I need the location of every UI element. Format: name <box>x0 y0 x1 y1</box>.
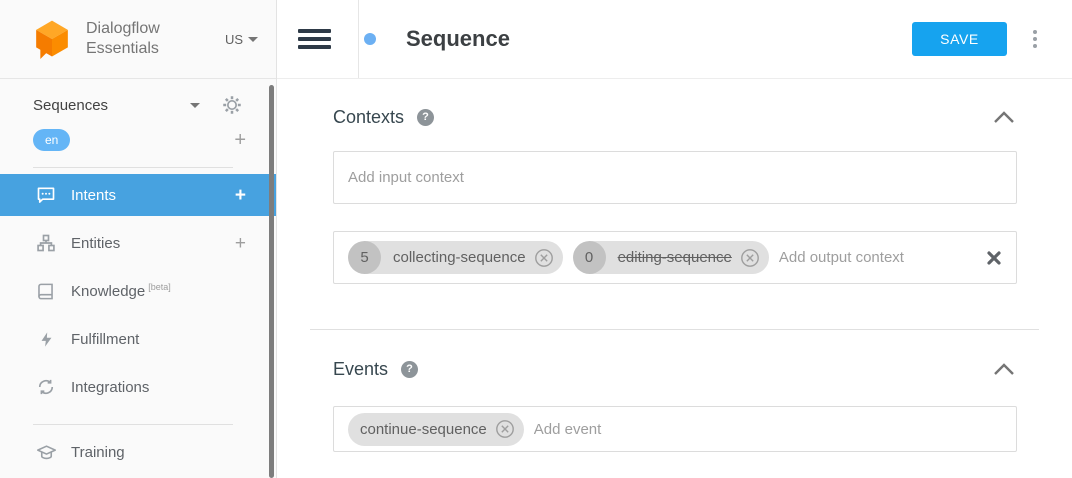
intent-priority-dot[interactable] <box>364 33 376 45</box>
sidebar-nav: Intents + Entities + <box>0 174 276 473</box>
sidebar-item-label: Integrations <box>71 378 150 396</box>
hamburger-menu-icon[interactable] <box>298 25 331 53</box>
help-icon[interactable]: ? <box>401 360 419 378</box>
lightning-bolt-icon <box>35 330 57 349</box>
events-section-header: Events ? <box>333 357 1017 381</box>
output-context-chip[interactable]: 0 editing-sequence <box>572 241 769 274</box>
gear-icon[interactable] <box>222 95 242 115</box>
brand-name: Dialogflow Essentials <box>86 20 160 57</box>
logo-row: Dialogflow Essentials US <box>0 0 276 79</box>
page-title: Sequence <box>406 26 510 51</box>
event-chip[interactable]: continue-sequence <box>348 412 524 446</box>
collapse-events-icon[interactable] <box>993 362 1015 376</box>
section-divider <box>310 329 1039 330</box>
sidebar-item-integrations[interactable]: Integrations <box>0 366 276 408</box>
sync-icon <box>35 377 57 397</box>
sidebar-item-label: Knowledge[beta] <box>71 282 171 300</box>
events-title: Events <box>333 358 389 379</box>
add-language-button[interactable]: + <box>234 129 246 151</box>
agent-name[interactable]: Sequences <box>33 96 109 114</box>
graduation-cap-icon <box>35 443 57 462</box>
save-button[interactable]: SAVE <box>912 22 1007 56</box>
sidebar-divider <box>33 167 233 168</box>
beta-badge: [beta] <box>148 282 171 292</box>
remove-chip-icon[interactable] <box>740 248 760 268</box>
input-context-field[interactable] <box>333 151 1017 204</box>
sidebar-item-label: Training <box>71 443 125 461</box>
dialogflow-logo-icon <box>36 20 68 59</box>
contexts-title: Contexts <box>333 106 405 127</box>
language-badge[interactable]: en <box>33 129 71 151</box>
input-context-input[interactable] <box>348 169 1002 186</box>
remove-chip-icon[interactable] <box>534 248 554 268</box>
add-entity-button[interactable]: + <box>234 232 246 254</box>
help-icon[interactable]: ? <box>417 108 435 126</box>
sidebar-item-label: Intents <box>71 186 117 204</box>
sidebar-item-knowledge[interactable]: Knowledge[beta] <box>0 270 276 312</box>
output-context-chip[interactable]: 5 collecting-sequence <box>348 241 563 274</box>
contexts-section-header: Contexts ? <box>333 105 1017 129</box>
sidebar: Dialogflow Essentials US Sequences <box>0 0 277 478</box>
lifespan-badge[interactable]: 0 <box>572 241 606 274</box>
sidebar-item-label: Fulfillment <box>71 330 140 348</box>
agent-dropdown-icon[interactable] <box>190 102 200 108</box>
topbar: Sequence SAVE <box>277 0 1072 79</box>
more-options-icon[interactable] <box>1029 23 1041 55</box>
chip-label: editing-sequence <box>617 249 732 266</box>
event-input[interactable] <box>533 420 1002 438</box>
sidebar-item-entities[interactable]: Entities + <box>0 222 276 264</box>
chevron-down-icon <box>248 36 258 42</box>
sidebar-item-training[interactable]: Training <box>0 431 276 473</box>
add-intent-button[interactable]: + <box>234 184 246 206</box>
collapse-contexts-icon[interactable] <box>993 110 1015 124</box>
language-row: en + <box>0 115 276 151</box>
sitemap-icon <box>35 233 57 253</box>
chip-label: continue-sequence <box>360 420 487 438</box>
sidebar-item-label: Entities <box>71 234 121 252</box>
sidebar-divider <box>33 424 233 425</box>
region-selector[interactable]: US <box>225 32 258 47</box>
lifespan-badge[interactable]: 5 <box>348 241 381 274</box>
main-panel: Sequence SAVE Contexts ? <box>277 0 1072 478</box>
events-field[interactable]: continue-sequence <box>333 406 1017 452</box>
chip-label: collecting-sequence <box>393 249 526 266</box>
output-context-field[interactable]: 5 collecting-sequence 0 editing-sequence <box>333 231 1017 284</box>
book-icon <box>35 282 57 301</box>
clear-contexts-icon[interactable] <box>986 250 1002 266</box>
sidebar-item-intents[interactable]: Intents + <box>0 174 276 216</box>
output-context-input[interactable] <box>778 249 978 266</box>
sidebar-scrollbar[interactable] <box>269 85 274 478</box>
sidebar-item-fulfillment[interactable]: Fulfillment <box>0 318 276 360</box>
chat-bubble-icon <box>35 185 57 205</box>
topbar-divider <box>358 0 359 78</box>
agent-selector-row: Sequences <box>0 79 276 115</box>
intent-editor: Contexts ? 5 collecting-sequence <box>277 105 1072 452</box>
remove-chip-icon[interactable] <box>495 419 515 439</box>
